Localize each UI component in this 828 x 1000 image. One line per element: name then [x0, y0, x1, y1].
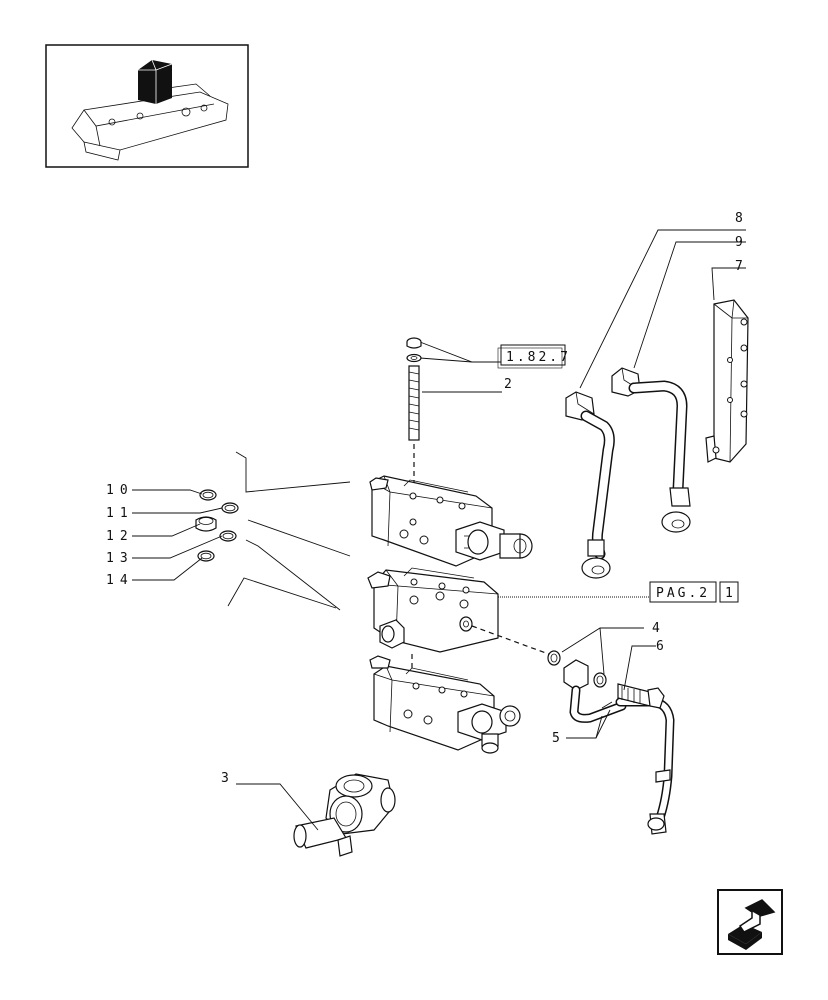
callout-4: 4 — [652, 621, 660, 636]
reference-pag-2-label: PAG.2 — [656, 586, 710, 601]
pipe-9 — [611, 367, 691, 533]
reference-box-pag-2[interactable]: PAG.2 1 — [649, 581, 739, 603]
valve-section-middle — [367, 567, 499, 653]
pipe-assembly-5 — [563, 659, 675, 835]
callout-14: 14 — [106, 573, 134, 588]
callout-7: 7 — [735, 259, 743, 274]
seal-rings — [195, 489, 239, 562]
fitting-seals-4 — [547, 650, 607, 688]
callout-10: 10 — [106, 483, 134, 498]
callout-11: 11 — [106, 506, 134, 521]
callout-13: 13 — [106, 551, 134, 566]
callout-2: 2 — [504, 377, 512, 392]
callout-9: 9 — [735, 235, 743, 250]
valve-section-upper — [369, 475, 533, 567]
next-page-arrow-icon[interactable] — [717, 889, 783, 955]
callout-6: 6 — [656, 639, 664, 654]
callout-8: 8 — [735, 211, 743, 226]
pipe-8 — [565, 391, 615, 579]
bracket-plate-7 — [705, 299, 749, 463]
tee-fitting-3 — [293, 773, 396, 857]
valve-section-lower — [369, 655, 521, 754]
reference-pag-2-number: 1 — [725, 586, 736, 601]
reference-box-1-82-7[interactable]: 1.82.7 — [497, 344, 571, 369]
stud-bolt — [406, 337, 422, 441]
callout-3: 3 — [221, 771, 229, 786]
reference-1-82-7-label: 1.82.7 — [506, 350, 571, 365]
callout-12: 12 — [106, 529, 134, 544]
callout-5: 5 — [552, 731, 560, 746]
assembly-locator-thumbnail — [45, 44, 249, 168]
